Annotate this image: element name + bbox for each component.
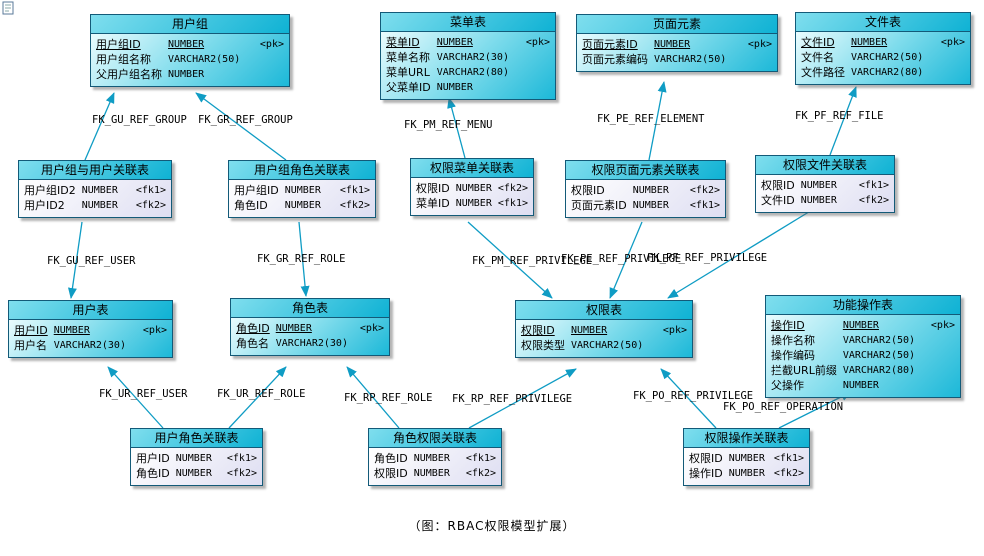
relationship-fk-pf-ref-privilege [667, 209, 813, 299]
relationship-fk-pe-ref-privilege [609, 221, 643, 299]
relationship-fk-rp-ref-role [346, 366, 400, 429]
relationship-fk-rp-ref-privilege [468, 368, 577, 429]
relationship-fk-gu-ref-user [67, 221, 83, 299]
relationship-fk-po-ref-operation [778, 391, 852, 429]
relationship-fk-gr-ref-group [195, 92, 287, 161]
document-icon [2, 1, 14, 15]
relationship-fk-pm-ref-privilege [467, 221, 553, 299]
relationship-fk-pm-ref-menu [447, 97, 466, 159]
relationship-fk-ur-ref-role [228, 366, 287, 429]
relationship-fk-gr-ref-role [298, 221, 310, 297]
relationship-fk-po-ref-privilege [660, 368, 717, 429]
relationship-fk-ur-ref-user [107, 366, 164, 429]
relationship-fk-gu-ref-group [84, 92, 115, 161]
relationship-fk-pe-ref-element [648, 81, 667, 161]
relationship-fk-pf-ref-file [829, 86, 857, 156]
diagram-caption: （图：RBAC权限模型扩展） [408, 519, 576, 533]
